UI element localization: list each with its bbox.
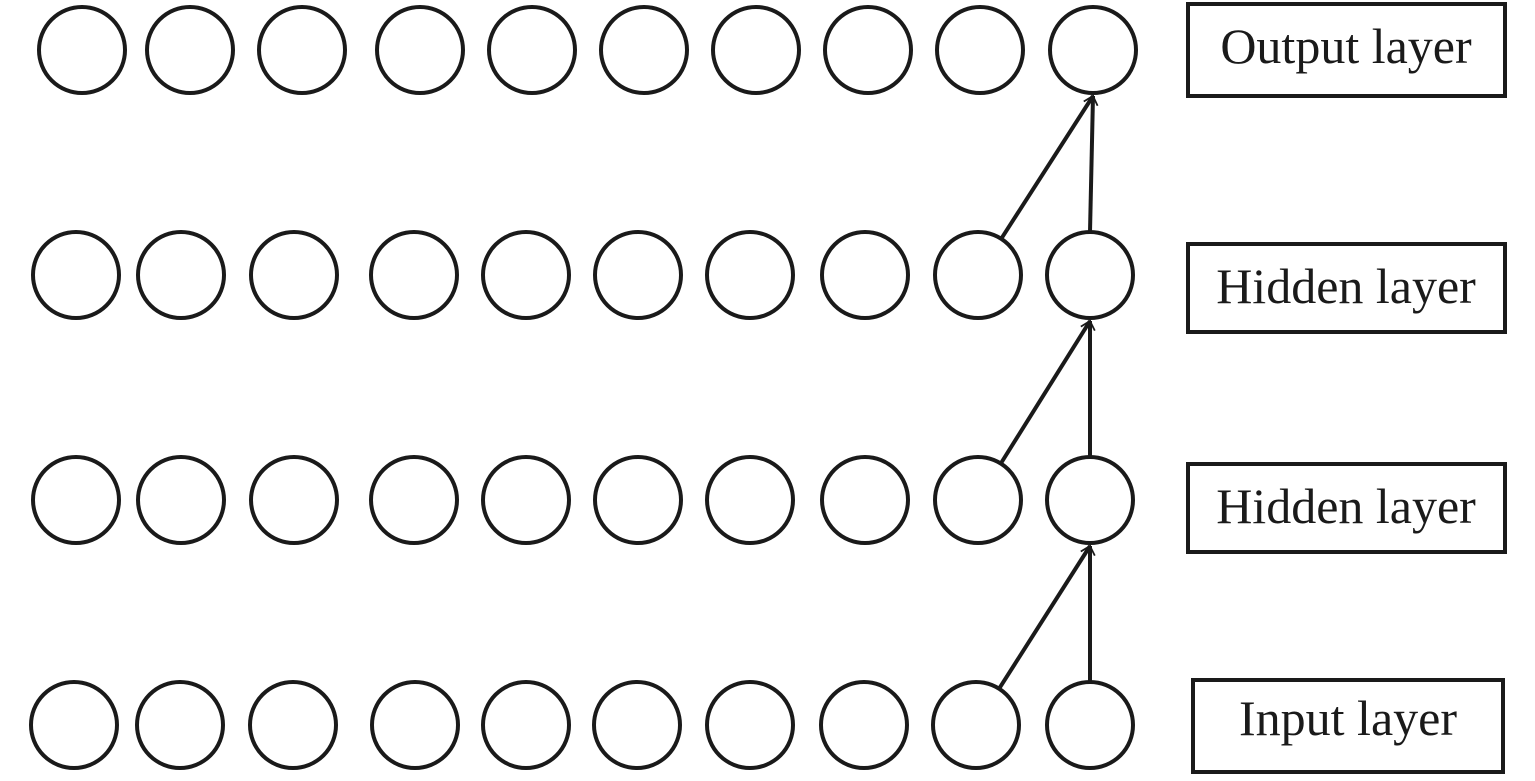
neuron-node <box>1045 455 1135 545</box>
neuron-node <box>592 680 682 770</box>
connection-arrow <box>999 321 1092 465</box>
neuron-node <box>257 5 347 95</box>
neuron-node <box>375 5 465 95</box>
neuron-node <box>31 230 121 320</box>
neuron-node <box>29 680 119 770</box>
neuron-node <box>481 680 571 770</box>
layer-label-box <box>1186 2 1507 98</box>
neuron-node <box>136 230 226 320</box>
neuron-node <box>593 455 683 545</box>
layer-hidden-1-nodes <box>31 455 1135 545</box>
connection-arrow <box>997 546 1092 690</box>
neuron-node <box>37 5 127 95</box>
neuron-node <box>705 680 795 770</box>
layer-label-text: Hidden layer <box>1216 258 1476 314</box>
neuron-node <box>481 230 571 320</box>
neuron-node <box>820 455 910 545</box>
neuron-node <box>1048 5 1138 95</box>
neuron-node <box>136 455 226 545</box>
neuron-node <box>487 5 577 95</box>
layer-label-text: Output layer <box>1220 18 1472 74</box>
neuron-node <box>599 5 689 95</box>
neuron-rows <box>29 5 1138 770</box>
label-hidden-1: Hidden layer <box>1186 462 1507 554</box>
label-hidden-2: Hidden layer <box>1186 242 1507 334</box>
neuron-node <box>370 680 460 770</box>
neuron-node <box>819 680 909 770</box>
neuron-node <box>705 455 795 545</box>
neuron-node <box>145 5 235 95</box>
neuron-node <box>1045 230 1135 320</box>
label-input: Input layer <box>1191 678 1505 774</box>
neuron-node <box>935 5 1025 95</box>
layer-input-nodes <box>29 680 1135 770</box>
neuron-node <box>931 680 1021 770</box>
neuron-node <box>823 5 913 95</box>
neuron-node <box>933 455 1023 545</box>
neuron-node <box>31 455 121 545</box>
layer-hidden-2-nodes <box>31 230 1135 320</box>
neuron-node <box>481 455 571 545</box>
neuron-node <box>249 455 339 545</box>
layer-label-text: Hidden layer <box>1216 478 1476 534</box>
neuron-node <box>369 230 459 320</box>
neuron-node <box>933 230 1023 320</box>
neuron-node <box>135 680 225 770</box>
layer-output-nodes <box>37 5 1138 95</box>
neuron-node <box>1045 680 1135 770</box>
neuron-node <box>249 230 339 320</box>
layer-label-box <box>1191 678 1505 774</box>
neuron-node <box>248 680 338 770</box>
connection-arrow <box>999 96 1095 240</box>
connections <box>997 96 1095 690</box>
layer-label-box <box>1186 462 1507 554</box>
label-output: Output layer <box>1186 2 1507 98</box>
layer-label-box <box>1186 242 1507 334</box>
neuron-node <box>369 455 459 545</box>
neuron-node <box>705 230 795 320</box>
neuron-node <box>711 5 801 95</box>
neuron-node <box>820 230 910 320</box>
neuron-node <box>593 230 683 320</box>
connection-arrow <box>1090 96 1093 233</box>
layer-label-text: Input layer <box>1239 690 1457 746</box>
